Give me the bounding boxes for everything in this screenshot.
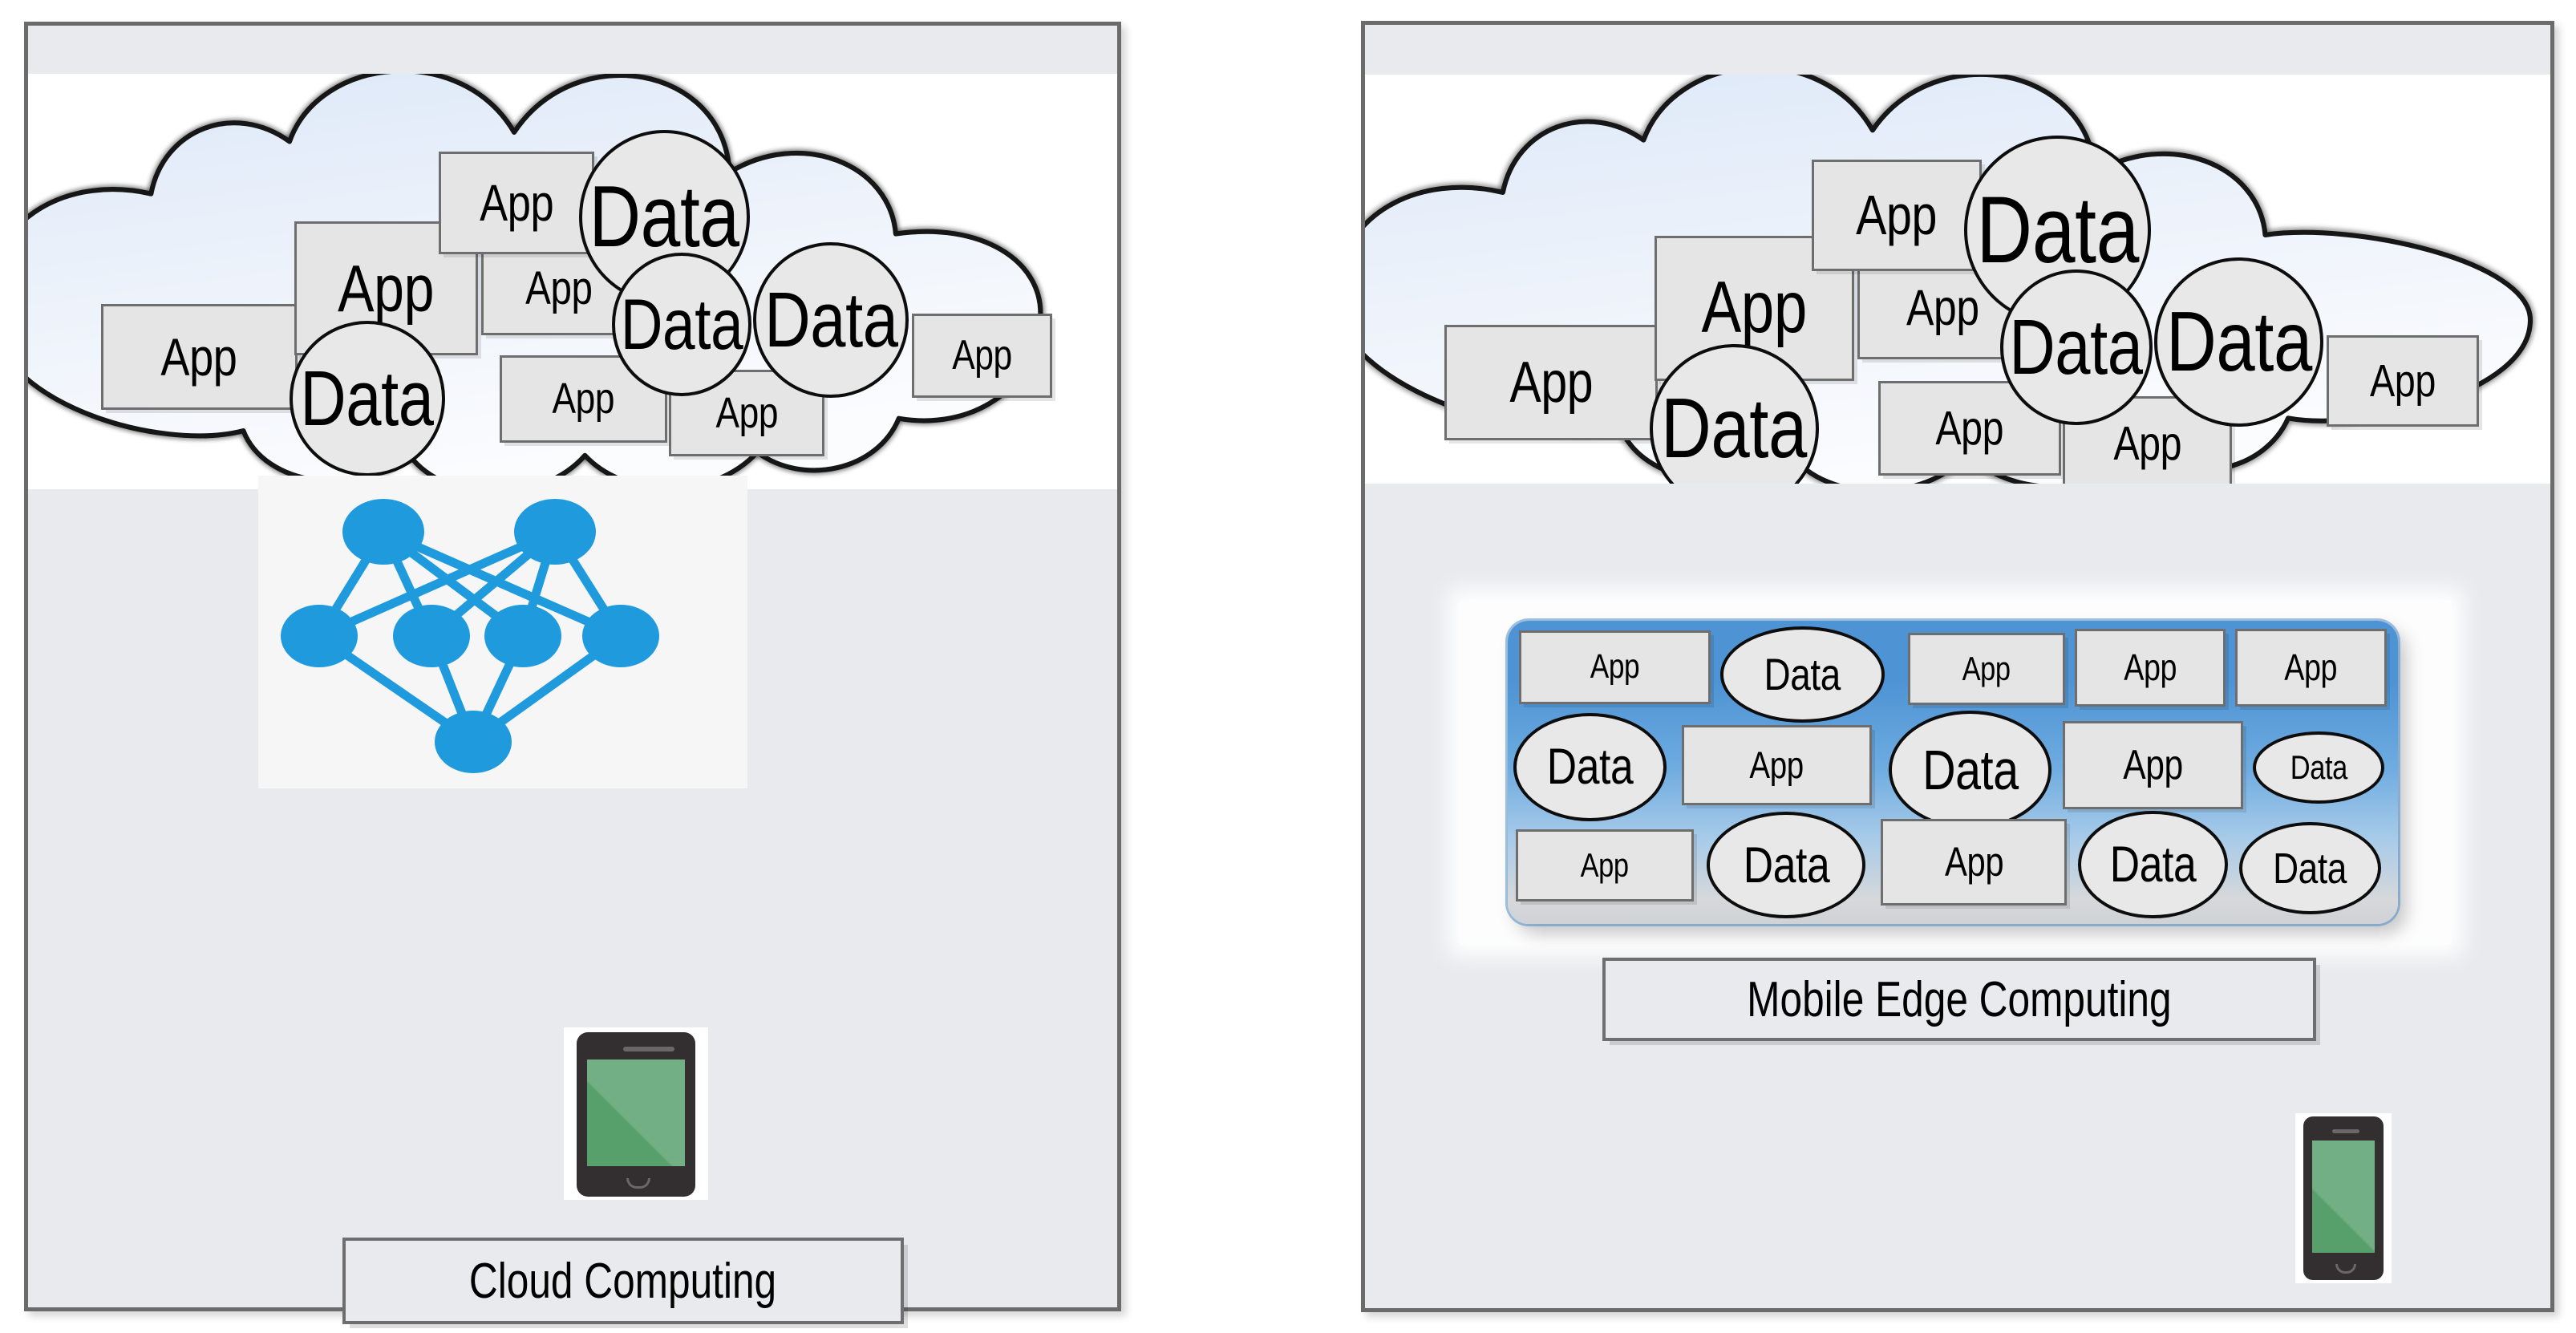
neural-node — [281, 605, 358, 667]
chip-label: App — [1701, 267, 1808, 349]
cloud-app-chip: App — [439, 152, 595, 255]
cloud-data-chip: Data — [1999, 269, 2153, 426]
chip-label: Data — [1976, 177, 2139, 284]
phone-speaker — [2332, 1129, 2359, 1133]
mobile-edge-computing-label-text: Mobile Edge Computing — [1747, 971, 2172, 1027]
chip-label: App — [1509, 350, 1594, 415]
chip-label: Data — [2273, 844, 2347, 893]
cloud-data-chip: Data — [1649, 343, 1819, 484]
mec-app-chip: App — [1682, 724, 1872, 806]
chip-label: App — [160, 327, 237, 387]
chip-label: App — [525, 262, 593, 315]
neural-network-svg — [281, 499, 659, 773]
mec-app-chip: App — [1881, 818, 2068, 906]
mec-app-chip: App — [1515, 829, 1694, 902]
mec-app-chip: App — [1907, 632, 2065, 706]
chip-label: Data — [1546, 739, 1634, 796]
mec-app-chip: App — [2235, 628, 2387, 707]
tablet-device-left — [564, 1027, 708, 1200]
mec-data-chip: Data — [2252, 731, 2385, 804]
cloud-app-chip: App — [101, 304, 298, 411]
mec-data-chip: Data — [1707, 812, 1866, 919]
chip-label: App — [1749, 743, 1804, 787]
chip-label: App — [2284, 646, 2338, 689]
chip-label: App — [1580, 845, 1629, 884]
tablet-screen — [587, 1060, 685, 1166]
chip-label: App — [951, 332, 1012, 379]
cloud-data-chip: Data — [611, 253, 752, 396]
chip-label: App — [2370, 355, 2436, 407]
tablet-speaker — [623, 1047, 674, 1051]
mec-data-chip: Data — [2238, 822, 2381, 915]
chip-label: Data — [1764, 649, 1841, 700]
cloud-app-chip: App — [2327, 335, 2480, 427]
cloud-data-chip: Data — [1964, 136, 2151, 326]
mec-data-chip: Data — [1889, 710, 2051, 829]
chip-label: App — [338, 250, 435, 326]
chip-label: App — [480, 174, 554, 233]
chip-label: App — [1935, 402, 2004, 456]
neural-node — [342, 499, 424, 565]
chip-label: Data — [1922, 738, 2019, 801]
chip-label: App — [1944, 839, 2004, 885]
cloud-app-chip: App — [1444, 325, 1659, 441]
chip-label: Data — [2109, 837, 2197, 893]
chip-label: App — [2113, 417, 2181, 471]
neural-node — [393, 605, 470, 667]
chip-label: Data — [620, 283, 743, 364]
cloud-data-chip: Data — [289, 321, 445, 477]
mec-data-chip: Data — [1513, 713, 1667, 821]
mec-app-chip: App — [2074, 628, 2226, 707]
chip-label: Data — [2290, 748, 2347, 787]
cloud-computing-label-text: Cloud Computing — [469, 1253, 777, 1309]
mec-data-chip: Data — [2078, 810, 2228, 919]
screen-glare — [587, 1060, 685, 1166]
chip-label: App — [2123, 741, 2183, 788]
chip-label: Data — [589, 168, 740, 266]
neural-node — [514, 499, 596, 565]
chip-label: Data — [300, 355, 435, 443]
chip-label: App — [2123, 646, 2177, 689]
cloud-data-chip: Data — [753, 241, 909, 398]
mec-app-chip: App — [1519, 630, 1711, 704]
chip-label: App — [1906, 280, 1979, 337]
chip-label: Data — [2009, 302, 2144, 391]
chip-label: Data — [763, 275, 898, 363]
cloud-computing-label: Cloud Computing — [342, 1238, 904, 1324]
neural-node — [484, 605, 561, 667]
screen-glare — [2312, 1141, 2375, 1253]
phone-screen — [2312, 1141, 2375, 1253]
chip-label: Data — [1661, 380, 1808, 476]
neural-node — [435, 711, 512, 773]
chip-label: App — [1962, 649, 2011, 687]
mec-data-chip: Data — [1719, 626, 1885, 723]
mobile-edge-computing-label: Mobile Edge Computing — [1602, 958, 2316, 1041]
chip-label: App — [1856, 184, 1938, 247]
smartphone-device-right — [2295, 1113, 2392, 1283]
chip-label: App — [715, 388, 779, 437]
mec-app-chip: App — [2063, 720, 2243, 809]
neural-node — [582, 605, 659, 667]
chip-label: App — [552, 375, 615, 423]
neural-network-stage-left — [258, 476, 747, 788]
chip-label: Data — [1743, 837, 1830, 893]
cloud-app-chip: App — [911, 313, 1052, 398]
chip-label: Data — [2165, 294, 2312, 390]
cloud-app-chip: App — [1812, 159, 1982, 271]
cloud-data-chip: Data — [2153, 257, 2324, 427]
chip-label: App — [1590, 647, 1640, 687]
